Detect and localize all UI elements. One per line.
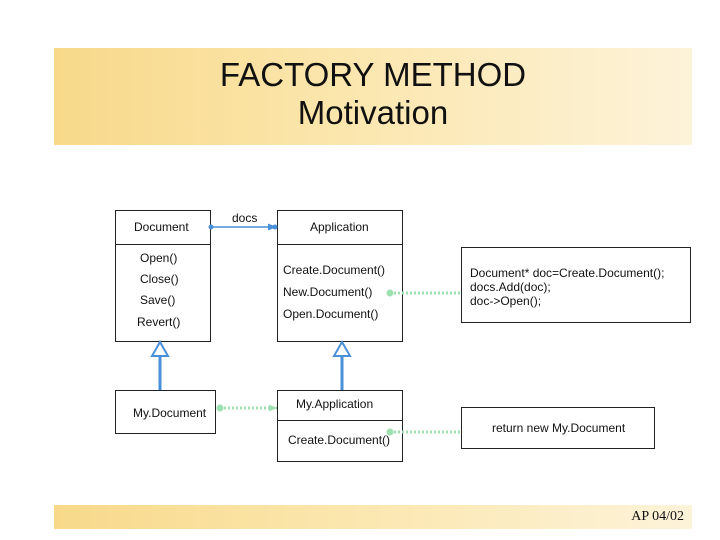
application-method-new-document: New.Document() xyxy=(283,285,373,299)
application-class-box xyxy=(277,210,403,342)
application-class-name: Application xyxy=(310,220,369,234)
application-method-create-document: Create.Document() xyxy=(283,263,386,277)
new-document-note xyxy=(461,247,691,323)
new-document-note-line-3: doc->Open(); xyxy=(470,294,542,308)
my-application-class-name: My.Application xyxy=(296,397,374,411)
my-document-class-box xyxy=(115,390,216,434)
my-application-class-box xyxy=(277,390,403,462)
footer-label: AP 04/02 xyxy=(631,509,684,524)
create-document-note xyxy=(461,407,655,449)
docs-association-end-right xyxy=(272,224,278,230)
application-method-open-document: Open.Document() xyxy=(283,307,379,321)
application-inheritance-arrowhead xyxy=(332,339,352,357)
title-band xyxy=(54,48,692,145)
my-application-method-create-document: Create.Document() xyxy=(288,433,391,447)
application-class-divider xyxy=(278,244,402,245)
document-class-divider xyxy=(116,244,210,245)
new-document-note-line-1: Document* doc=Create.Document(); xyxy=(470,266,665,280)
document-method-revert: Revert() xyxy=(137,315,181,329)
slide-title: FACTORY METHOD Motivation xyxy=(54,56,692,132)
my-document-class-name: My.Document xyxy=(133,406,207,420)
document-inheritance-arrowhead xyxy=(150,339,170,357)
title-line-1: FACTORY METHOD xyxy=(219,56,527,93)
docs-association-label: docs xyxy=(232,211,258,225)
my-document-creation-link-arrowhead xyxy=(269,404,277,412)
create-document-note-link-dot xyxy=(386,428,394,436)
my-application-class-divider xyxy=(278,420,402,421)
my-document-creation-link-dot xyxy=(216,404,224,412)
title-line-2: Motivation xyxy=(297,94,449,131)
document-method-open: Open() xyxy=(140,251,178,265)
document-class-name: Document xyxy=(134,220,189,234)
document-method-save: Save() xyxy=(140,293,176,307)
new-document-note-line-2: docs.Add(doc); xyxy=(470,280,551,294)
new-document-note-link-dot xyxy=(386,289,394,297)
create-document-note-text: return new My.Document xyxy=(492,421,626,435)
footer-band xyxy=(54,505,692,529)
document-method-close: Close() xyxy=(140,272,179,286)
docs-association-end-left xyxy=(208,224,214,230)
document-class-box xyxy=(115,210,211,342)
